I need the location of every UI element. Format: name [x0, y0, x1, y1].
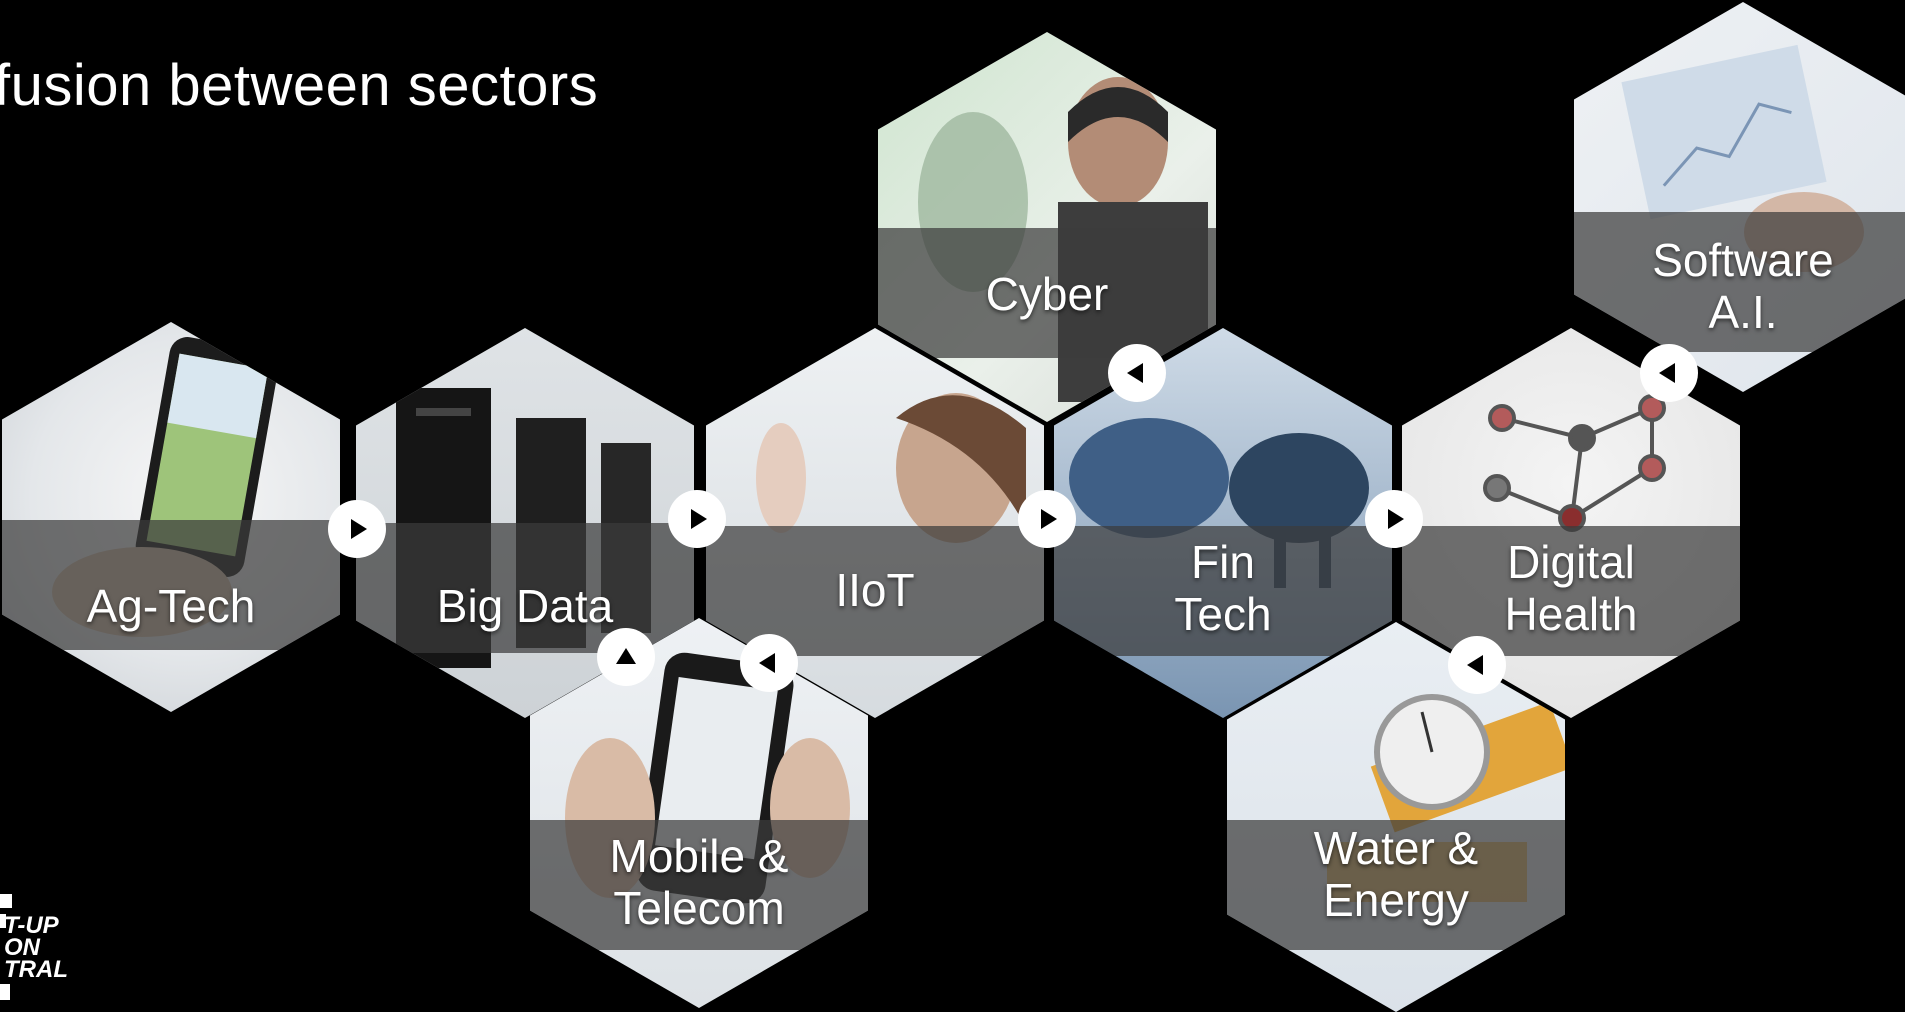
hex-water-energy[interactable]: Water & Energy — [1227, 622, 1565, 1012]
play-right-icon — [351, 519, 367, 539]
play-left-icon — [1659, 363, 1675, 383]
sector-label-fintech: Fin Tech — [1174, 536, 1272, 640]
sector-label-big-data: Big Data — [436, 580, 614, 632]
logo-line-1: T-UP — [4, 912, 59, 939]
arrow-right-bigdata-iiot[interactable] — [668, 490, 726, 548]
hex-fintech[interactable]: Fin Tech — [1054, 328, 1392, 718]
sector-label-mobile-telecom: Mobile & Telecom — [609, 830, 789, 934]
play-left-icon — [759, 653, 775, 673]
play-right-icon — [691, 509, 707, 529]
sector-label-ag-tech: Ag-Tech — [86, 580, 256, 632]
arrow-right-agtech-bigdata[interactable] — [328, 500, 386, 558]
startup-nation-logo: T-UP ON TRAL — [0, 890, 70, 1010]
sector-label-iiot: IIoT — [835, 564, 915, 616]
arrow-right-fintech-health[interactable] — [1365, 490, 1423, 548]
sector-label-cyber: Cyber — [985, 268, 1109, 320]
label-band — [2, 520, 340, 650]
sector-label-water-energy: Water & Energy — [1313, 822, 1479, 926]
play-right-icon — [1041, 509, 1057, 529]
arrow-left-fintech-cyber[interactable] — [1108, 344, 1166, 402]
arrow-left-mobile-iiot[interactable] — [740, 634, 798, 692]
label-band — [530, 820, 868, 950]
label-band — [1054, 526, 1392, 656]
arrow-up-mobile-bigdata[interactable] — [597, 628, 655, 686]
label-band — [878, 228, 1216, 358]
hex-ag-tech[interactable]: Ag-Tech — [2, 322, 340, 712]
hex-software-ai[interactable]: Software A.I. — [1574, 2, 1905, 392]
phone-greenhouse-image — [52, 337, 279, 637]
arrow-right-iiot-fintech[interactable] — [1018, 490, 1076, 548]
logo-line-3: TRAL — [4, 956, 68, 983]
play-up-icon — [616, 648, 636, 664]
arrow-left-water-health[interactable] — [1448, 636, 1506, 694]
play-right-icon — [1388, 509, 1404, 529]
sector-label-software-ai: Software A.I. — [1652, 234, 1834, 338]
sector-label-digital-health: Digital Health — [1504, 536, 1638, 640]
page-title: fusion between sectors — [0, 53, 599, 118]
label-band — [1402, 526, 1740, 656]
arrow-left-health-software[interactable] — [1640, 344, 1698, 402]
logo-line-2: ON — [4, 934, 40, 961]
play-left-icon — [1127, 363, 1143, 383]
play-left-icon — [1467, 655, 1483, 675]
label-band — [1227, 820, 1565, 950]
woman-touchscreen-image — [756, 393, 1026, 543]
